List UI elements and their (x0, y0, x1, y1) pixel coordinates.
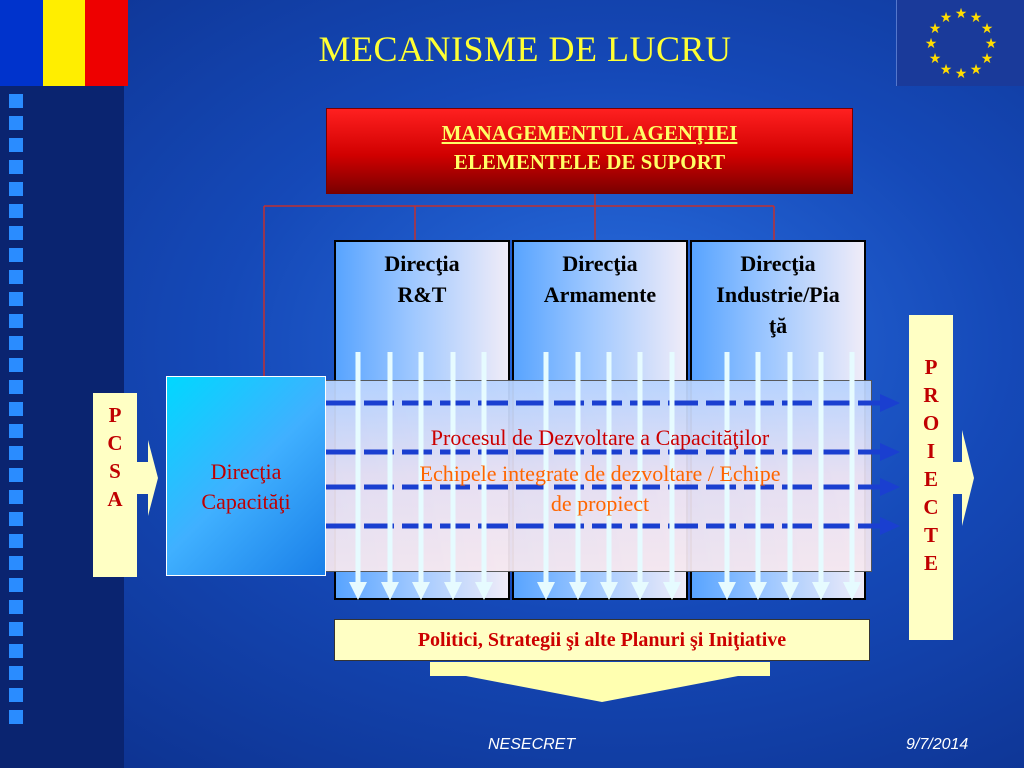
decor-square (9, 138, 23, 152)
decor-square (9, 380, 23, 394)
decor-square (9, 116, 23, 130)
decor-square (9, 600, 23, 614)
process-line1: Procesul de Dezvoltare a Capacităţilor (430, 425, 770, 450)
classification-label: NESECRET (488, 736, 576, 753)
star-icon: ★ (925, 37, 938, 52)
decor-square (9, 710, 23, 724)
down-arrow-head (444, 582, 462, 600)
letter: E (923, 467, 938, 491)
romania-flag (0, 0, 129, 86)
star-icon: ★ (955, 7, 968, 22)
letter: A (107, 487, 123, 511)
down-arrow-head (349, 582, 367, 600)
decor-square (9, 578, 23, 592)
decor-square (9, 336, 23, 350)
decor-square (9, 94, 23, 108)
decor-square (9, 688, 23, 702)
direction-label: R&T (397, 282, 447, 307)
star-icon: ★ (940, 11, 953, 26)
star-icon: ★ (985, 37, 998, 52)
page-title: MECANISME DE LUCRU (318, 29, 732, 69)
direction-label: Direcţia (562, 251, 638, 276)
process-line3: de propiect (550, 491, 650, 516)
star-icon: ★ (981, 22, 994, 37)
star-icon: ★ (970, 63, 983, 78)
decor-square (9, 446, 23, 460)
down-arrow-head (631, 582, 649, 600)
decor-square (9, 622, 23, 636)
letter: C (107, 431, 123, 455)
down-arrow-head (812, 582, 830, 600)
star-icon: ★ (981, 52, 994, 67)
management-box: MANAGEMENTUL AGENŢIEI ELEMENTELE DE SUPO… (326, 108, 853, 194)
decor-square (9, 160, 23, 174)
letter: C (923, 495, 939, 519)
letter: R (923, 383, 939, 407)
down-arrow-head (781, 582, 799, 600)
eu-flag: ★★★★★★★★★★★★ (896, 0, 1024, 86)
letter: P (108, 403, 122, 427)
decor-square (9, 644, 23, 658)
decor-square (9, 358, 23, 372)
management-line2: ELEMENTELE DE SUPORT (453, 150, 726, 174)
letter: I (926, 439, 936, 463)
star-icon: ★ (940, 63, 953, 78)
letter: E (923, 551, 938, 575)
decor-square (9, 666, 23, 680)
decor-square (9, 248, 23, 262)
decor-square (9, 424, 23, 438)
decor-square (9, 182, 23, 196)
down-arrow-head (412, 582, 430, 600)
capacitati-label: Capacităţi (201, 489, 291, 514)
decor-square (9, 270, 23, 284)
letter: P (924, 355, 938, 379)
down-arrow-head (843, 582, 861, 600)
direction-capacitati: Direcţia Capacităţi (166, 376, 326, 576)
policies-box: Politici, Strategii şi alte Planuri şi I… (334, 619, 870, 661)
down-arrow-head (663, 582, 681, 600)
decor-square (9, 314, 23, 328)
decor-square (9, 204, 23, 218)
process-text: Procesul de Dezvoltare a Capacităţilor E… (330, 420, 870, 516)
letter: T (923, 523, 938, 547)
direction-label: Direcţia (740, 251, 816, 276)
decor-square (9, 468, 23, 482)
process-band (322, 380, 872, 572)
down-arrow-head (600, 582, 618, 600)
letter: S (109, 459, 121, 483)
decor-square (9, 226, 23, 240)
decor-square (9, 292, 23, 306)
decor-square (9, 490, 23, 504)
down-arrow-head (475, 582, 493, 600)
capacitati-label: Direcţia (210, 459, 282, 484)
star-icon: ★ (970, 11, 983, 26)
eu-stars-icon: ★★★★★★★★★★★★ (925, 7, 998, 82)
direction-label: ţă (768, 313, 788, 338)
direction-label: Industrie/Pia (716, 282, 840, 307)
star-icon: ★ (929, 22, 942, 37)
direction-label: Direcţia (384, 251, 460, 276)
letter: O (922, 411, 940, 435)
decor-square (9, 556, 23, 570)
process-line2: Echipele integrate de dezvoltare / Echip… (419, 461, 781, 486)
down-arrow-head (749, 582, 767, 600)
decor-square (9, 534, 23, 548)
date-label: 9/7/2014 (906, 736, 969, 753)
decor-square (9, 512, 23, 526)
down-arrow-head (569, 582, 587, 600)
down-arrow-head (537, 582, 555, 600)
management-line1: MANAGEMENTUL AGENŢIEI (441, 121, 738, 145)
decor-square (9, 402, 23, 416)
star-icon: ★ (955, 67, 968, 82)
direction-label: Armamente (543, 282, 657, 307)
down-arrow-head (718, 582, 736, 600)
down-arrow-head (381, 582, 399, 600)
star-icon: ★ (929, 52, 942, 67)
